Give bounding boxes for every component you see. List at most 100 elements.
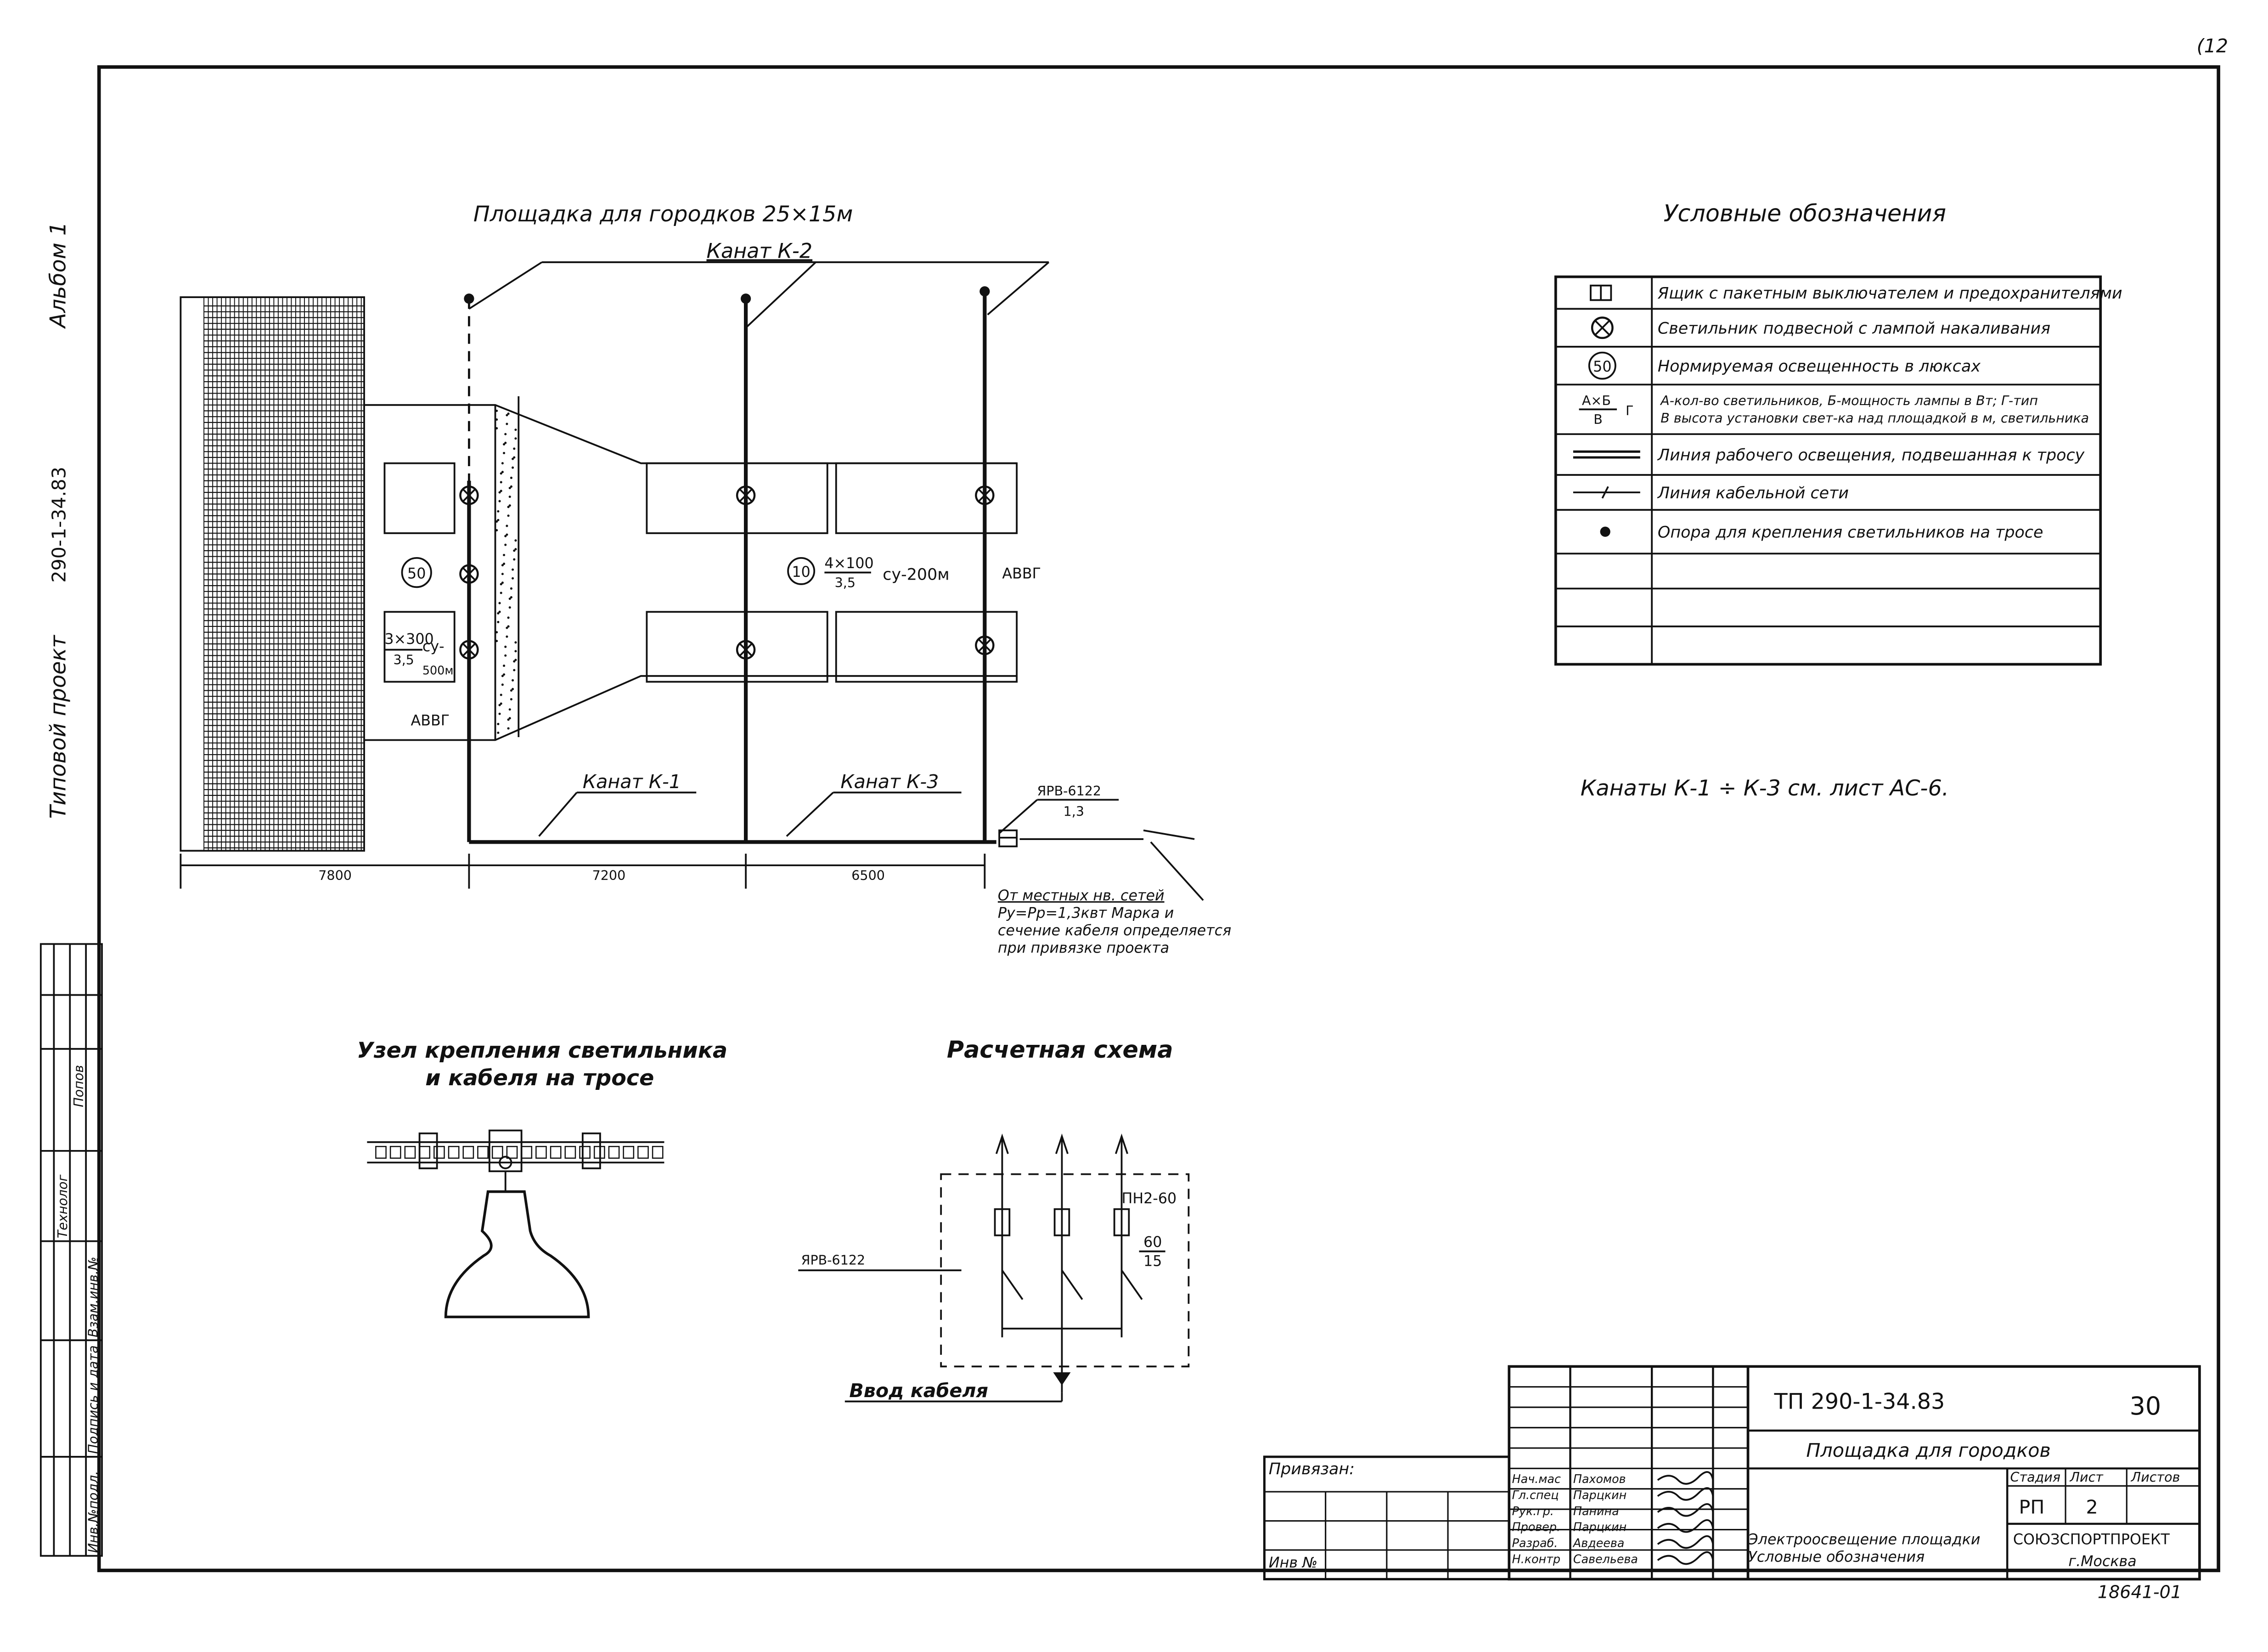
stipple-dot <box>507 514 510 517</box>
scheme-breaker: ПН2-60 <box>1122 1190 1177 1207</box>
lamp-cross <box>978 488 992 502</box>
formula-mid-top: 4×100 <box>824 555 873 572</box>
lux-circle <box>787 557 816 585</box>
lamp-icon <box>459 564 479 584</box>
stipple-dot <box>513 660 516 663</box>
chain-link <box>579 1146 591 1159</box>
stipple-dot <box>498 704 501 706</box>
stipple-dot <box>501 683 504 686</box>
formula-left-type: су- <box>422 638 445 655</box>
lamp-cross <box>462 643 476 657</box>
panel-value: 1,3 <box>1064 804 1084 819</box>
lux-icon-label: 50 <box>1593 359 1611 375</box>
chain-link <box>462 1146 474 1159</box>
stipple-dot <box>500 490 502 492</box>
chain-link <box>652 1146 664 1159</box>
stamp-col-sign: Подпись и дата <box>86 1345 101 1454</box>
panel-label: ЯРВ-6122 <box>1037 784 1102 799</box>
stipple-dot <box>497 731 500 734</box>
chain-link <box>535 1146 547 1159</box>
stipple-dot <box>507 506 510 508</box>
cable-left: АВВГ <box>411 713 450 729</box>
chain-link <box>448 1146 460 1159</box>
formula-mid-bottom: 3,5 <box>835 575 855 590</box>
switch-blade <box>1120 1269 1143 1300</box>
chain-link <box>491 1146 503 1159</box>
rope-chain <box>375 1146 664 1159</box>
album-label: Альбом 1 <box>46 222 71 329</box>
chain-link <box>404 1146 416 1159</box>
rope-k2-label: Канат К-2 <box>706 239 812 263</box>
chain-link <box>433 1146 445 1159</box>
tb-org: СОЮЗСПОРТПРОЕКТ <box>2013 1531 2170 1548</box>
stipple-dot <box>495 409 498 412</box>
stipple-dot <box>506 423 508 425</box>
formula-left-top: 3×300 <box>384 631 433 648</box>
tb-inv: Инв № <box>1269 1555 1317 1571</box>
lamp-icon <box>975 485 995 505</box>
plan-title: Площадка для городков 25×15м <box>473 202 853 227</box>
stipple-dot <box>510 587 512 590</box>
stipple-dot <box>508 496 511 498</box>
stamp-col-tech: Технолог <box>55 1174 70 1238</box>
stipple-dot <box>503 563 506 565</box>
stamp-col-name: Попов <box>71 1065 86 1107</box>
dim-6500: 6500 <box>851 868 885 883</box>
lamp-symbols <box>459 485 995 660</box>
cable-right: АВВГ <box>1002 565 1041 582</box>
stipple-dot <box>507 727 510 730</box>
stipple-dot <box>508 606 511 609</box>
stipple-dot <box>513 669 516 671</box>
tb-stage: РП <box>2019 1496 2045 1518</box>
lamp-cross <box>739 643 753 657</box>
chain-link <box>564 1146 576 1159</box>
formula-top: А×Б <box>1582 393 1611 408</box>
staff-name: Парцкин <box>1573 1520 1626 1534</box>
sheet-frame <box>97 65 2220 1573</box>
stipple-dot <box>497 620 500 623</box>
tb-stage-header: Стадия <box>2010 1470 2060 1485</box>
phase-arrow <box>1055 1133 1069 1154</box>
legend-text: Линия кабельной сети <box>1657 484 1849 502</box>
stipple-dot <box>497 510 500 513</box>
stipple-dot <box>510 689 512 692</box>
support-dot <box>741 293 751 304</box>
stamp-col-inv: Инв.№подл. <box>86 1471 101 1553</box>
ropes-note: Канаты К-1 ÷ К-3 см. лист АС-6. <box>1581 776 1949 801</box>
chain-link <box>623 1146 635 1159</box>
lamp-cross <box>739 488 753 502</box>
stipple-dot <box>500 481 502 484</box>
stipple-dot <box>506 626 508 629</box>
staff-name: Авдеева <box>1572 1536 1625 1550</box>
stipple-dot <box>512 466 514 469</box>
stipple-dot <box>503 553 506 557</box>
stipple-dot <box>508 708 511 711</box>
stipple-dot <box>512 568 514 571</box>
lamp-body <box>444 1190 590 1319</box>
tb-sheet-no: 30 <box>2130 1392 2161 1421</box>
stipple-dot <box>501 573 504 575</box>
signature-scribble <box>1657 1487 1714 1501</box>
circuit-scheme: Расчетная схема Ввод кабеля ЯРВ-6122 ПН2… <box>798 1036 1190 1403</box>
lux-left: 50 <box>407 565 426 582</box>
hatch-lines <box>203 297 365 851</box>
staff-name: Пахомов <box>1573 1472 1626 1486</box>
chain-link <box>608 1146 620 1159</box>
stipple-dot <box>506 635 508 638</box>
title-block: ТП 290-1-34.83 30 Площадка для городков … <box>1263 1365 2201 1602</box>
chain-link <box>637 1146 649 1159</box>
stipple-dot <box>501 471 504 474</box>
stipple-dot <box>513 558 516 561</box>
dim-7800: 7800 <box>318 868 352 883</box>
stipple-dot <box>513 447 516 450</box>
support-icon <box>1600 526 1610 537</box>
stipple-dot <box>501 564 504 567</box>
fuse-icon <box>1053 1208 1070 1236</box>
page-number: (12 <box>2197 35 2229 57</box>
lamp-cross <box>462 567 476 581</box>
project-type-vertical: Типовой проект <box>46 635 71 819</box>
scheme-panel: ЯРВ-6122 <box>801 1252 866 1268</box>
stipple-dot <box>497 612 500 615</box>
